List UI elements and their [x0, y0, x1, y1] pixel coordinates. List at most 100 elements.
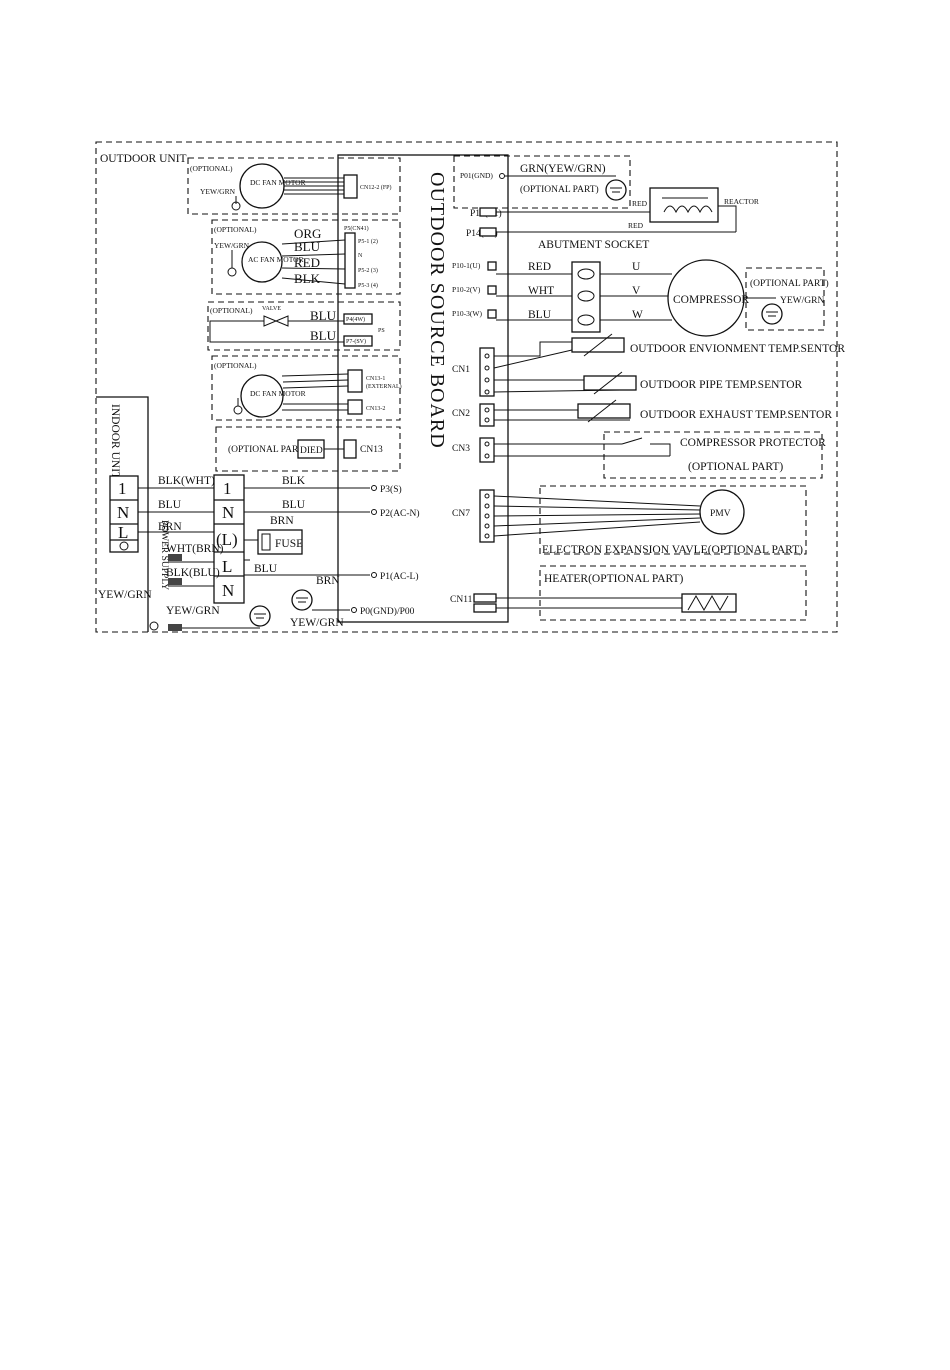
ground-icon — [119, 541, 129, 551]
phase-v: V — [632, 285, 641, 297]
dc-fan-motor-1-group — [187, 157, 401, 215]
abutment-socket-label: ABUTMENT SOCKET — [538, 239, 649, 251]
cn3-connector — [479, 437, 495, 463]
heater-element — [681, 593, 737, 613]
wire-marker — [168, 578, 182, 585]
p0-label: P0(GND)/P00 — [360, 606, 415, 617]
p5-label: P5(CN41) — [344, 225, 369, 232]
cn1-connector — [479, 347, 495, 397]
p4-label: P4(4W) — [346, 316, 365, 323]
phase-u: U — [632, 261, 641, 273]
grn-yew-grn-label: GRN(YEW/GRN) — [520, 163, 606, 175]
wire-org: ORG — [294, 226, 321, 241]
cn7-label: CN7 — [452, 509, 470, 519]
protector-switch-icon — [621, 437, 643, 445]
cn13-1-connector — [347, 369, 363, 393]
indoor-term-n: N — [117, 503, 129, 522]
outdoor-unit-frame — [95, 141, 838, 633]
dc-fan-motor-2-group — [211, 355, 401, 421]
ground-icon — [291, 589, 313, 611]
optional-label-1: (OPTIONAL) — [190, 164, 233, 173]
sensor-pipe-label: OUTDOOR PIPE TEMP.SENTOR — [640, 379, 803, 391]
compressor-label: COMPRESSOR — [673, 294, 749, 306]
ground-icon — [605, 179, 627, 201]
dc-fan-motor-2-icon — [240, 374, 284, 418]
phase-w: W — [632, 309, 643, 321]
pin-p5-3: P5-2 (3) — [358, 267, 378, 274]
p2-label: P2(AC-N) — [380, 508, 420, 519]
outdoor-term-l: L — [222, 557, 232, 576]
indoor-unit-frame — [96, 396, 149, 632]
wire-marker — [168, 554, 182, 561]
fuse-icon — [261, 533, 271, 551]
wire-blu-3: BLU — [310, 328, 337, 343]
p5-connector — [344, 232, 356, 289]
yew-grn-label-1: YEW/GRN — [200, 187, 236, 196]
optional-label-3: (OPTIONAL) — [210, 306, 253, 315]
valve-group — [207, 301, 401, 351]
cn12-connector — [343, 174, 358, 199]
outdoor-term-1: 1 — [223, 479, 232, 498]
abutment-socket — [571, 261, 601, 333]
comp-protector-label: COMPRESSOR PROTECTOR — [680, 437, 826, 449]
indoor-term-1: 1 — [118, 479, 127, 498]
optional-label-4: (OPTIONAL) — [214, 361, 257, 370]
ground-icon — [761, 303, 783, 325]
p01-label: P01(GND) — [460, 171, 493, 180]
wire-blu-comp: BLU — [528, 309, 552, 321]
ground-icon — [231, 201, 241, 211]
ground-icon — [149, 621, 159, 631]
pin-p5-4: P5-3 (4) — [358, 282, 378, 289]
cn13-1-label: CN13-1 — [366, 376, 385, 382]
wire-brn-indoor: BRN — [158, 521, 182, 533]
died-label: DIED — [300, 446, 323, 456]
wire-blu-1: BLU — [294, 239, 321, 254]
red-reactor-1: RED — [632, 199, 648, 208]
wire-blu-fuse: BLU — [254, 563, 278, 575]
wire-blk-board: BLK — [282, 475, 306, 487]
wire-blu-board: BLU — [282, 499, 306, 511]
optional-label-2: (OPTIONAL) — [214, 225, 257, 234]
heater-coil-icon — [687, 594, 729, 612]
reactor-coil-icon — [663, 205, 713, 214]
wire-red-1: RED — [294, 255, 320, 270]
pmv-icon — [699, 489, 745, 535]
wire-red-comp: RED — [528, 261, 551, 273]
optional-part-gnd: (OPTIONAL PART) — [520, 184, 599, 195]
cn13-1b-label: (EXTERNAL) — [366, 383, 402, 390]
yew-grn-label-2: YEW/GRN — [214, 241, 250, 250]
wire-wht-comp: WHT — [528, 285, 554, 297]
cn3-label: CN3 — [452, 444, 470, 454]
outdoor-term-n: N — [222, 503, 234, 522]
cn13-2-connector — [347, 399, 363, 415]
died-group — [215, 426, 401, 472]
ground-icon — [233, 405, 243, 415]
power-supply-label: POWER SUPPLY — [159, 520, 169, 590]
ground-icon — [249, 605, 271, 627]
eev-group — [539, 485, 807, 555]
board-label: OUTDOOR SOURCE BOARD — [426, 172, 448, 449]
ps-label: PS — [378, 328, 385, 334]
pmv-label: PMV — [710, 509, 731, 519]
wire-wht-brn: WHT(BRN) — [166, 543, 224, 555]
eev-label: ELECTRON EXPANSION VAVLE(OPTIONAL PART) — [542, 544, 803, 556]
dc-fan-motor-2-label: DC FAN MOTOR — [250, 389, 306, 398]
fuse-label: FUSE — [275, 538, 303, 550]
ground-icon — [227, 267, 237, 277]
indoor-term-l: L — [118, 523, 128, 542]
pin-n: N — [358, 253, 363, 259]
outdoor-source-board — [337, 154, 509, 623]
wire-brn-board: BRN — [316, 575, 340, 587]
dc-fan-motor-1-label: DC FAN MOTOR — [250, 178, 306, 187]
ac-fan-motor-icon — [241, 241, 283, 283]
p10-1-label: P10-1(U) — [452, 261, 481, 270]
cn1-label: CN1 — [452, 365, 470, 375]
p1-label: P1(AC-L) — [380, 571, 419, 582]
outdoor-term-lp: (L) — [216, 530, 238, 549]
red-reactor-2: RED — [628, 221, 644, 230]
yew-grn-comp: YEW/GRN — [780, 296, 824, 306]
exhaust-sensor — [577, 403, 631, 419]
indoor-unit-label: INDOOR UNIT — [109, 404, 121, 479]
pipe-sensor — [583, 375, 637, 391]
